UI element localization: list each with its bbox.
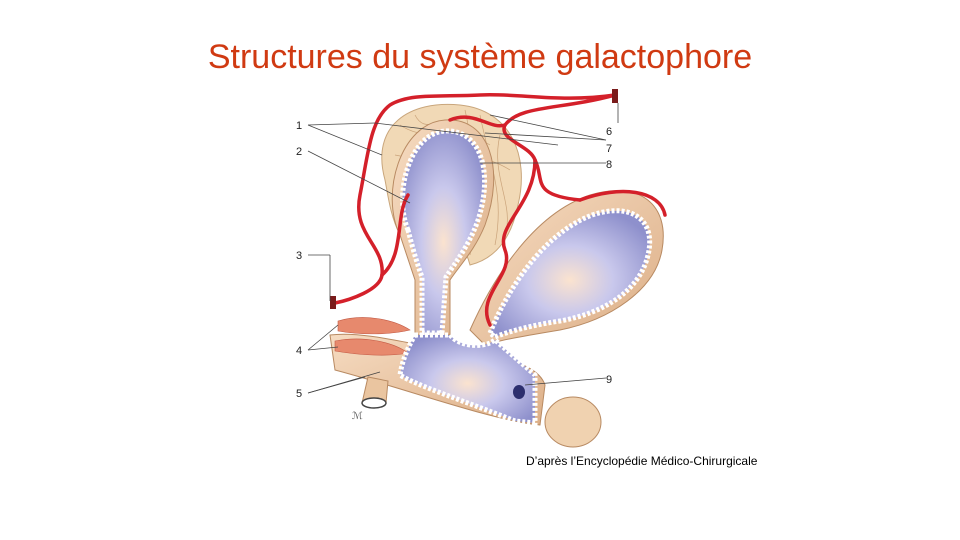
anatomy-illustration: ℳ 1 2 3 4 5 6 7 8 9	[296, 89, 667, 448]
label-8: 8	[606, 159, 612, 171]
nipple-bulb	[544, 396, 602, 448]
leader-lines	[307, 103, 619, 394]
label-3: 3	[296, 250, 302, 262]
label-2: 2	[296, 146, 302, 158]
muscle-fibres	[334, 317, 411, 356]
label-1: 1	[296, 120, 302, 132]
label-7: 7	[606, 143, 612, 155]
illustrator-signature: ℳ	[352, 411, 363, 422]
figure-credit: D’après l’Encyclopédie Médico-Chirurgica…	[526, 454, 758, 468]
upper-lobule-lumen	[400, 128, 487, 336]
label-9: 9	[606, 374, 612, 386]
label-6: 6	[606, 126, 612, 138]
slide-title: Structures du système galactophore	[207, 38, 753, 76]
vessel-cut-end-top	[612, 89, 618, 103]
blood-vessels	[333, 92, 667, 327]
right-lobule-lumen	[486, 208, 653, 340]
galactophore-diagram: ℳ 1 2 3 4 5 6 7 8 9	[290, 85, 690, 460]
main-duct-lumen	[397, 332, 538, 426]
vessel-cut-end-left	[330, 296, 336, 309]
side-duct-opening	[361, 397, 387, 409]
label-5: 5	[296, 388, 302, 400]
label-4: 4	[296, 345, 302, 357]
duct-opening	[513, 385, 525, 399]
